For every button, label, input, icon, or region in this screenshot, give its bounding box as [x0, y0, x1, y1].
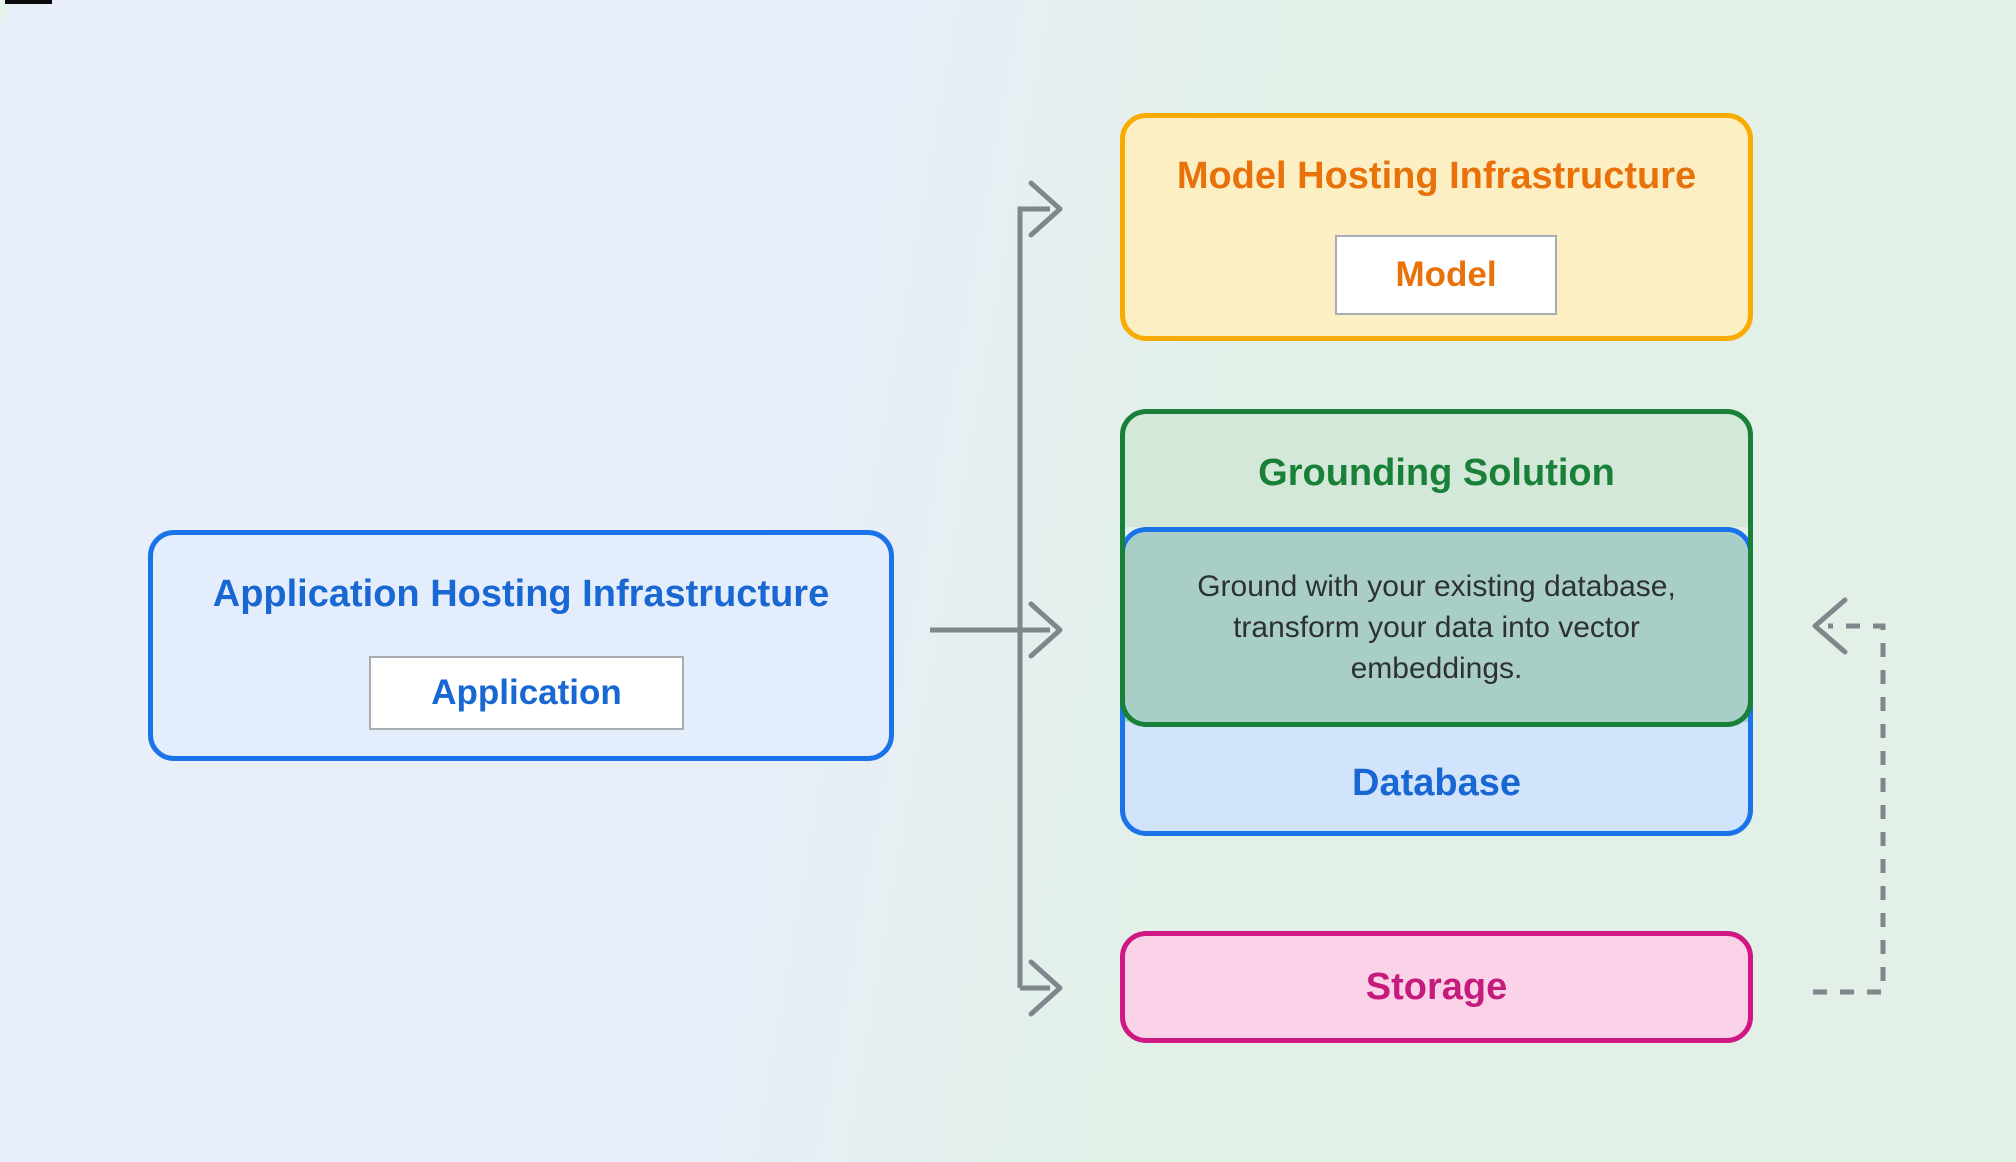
rounded-corner-artifact [0, 0, 28, 28]
model-chip-label: Model [1395, 255, 1497, 294]
arrowhead-dashed-left-icon [1812, 597, 1848, 655]
application-hosting-box: Application Hosting Infrastructure Appli… [148, 530, 894, 761]
grounding-solution-box: Grounding Solution [1120, 409, 1753, 727]
grounding-solution-title: Grounding Solution [1258, 452, 1615, 494]
arrowhead-model-icon [1028, 180, 1063, 238]
storage-label: Storage [1365, 965, 1508, 1008]
application-chip: Application [369, 656, 684, 730]
application-chip-label: Application [431, 673, 622, 712]
solid-connectors [930, 180, 1063, 1017]
dashed-connector-group [1812, 597, 1886, 995]
application-hosting-title: Application Hosting Infrastructure [212, 573, 830, 615]
database-label: Database [1352, 762, 1521, 804]
arrowhead-grounding-icon [1028, 601, 1063, 659]
arrowhead-storage-icon [1028, 959, 1063, 1017]
connector-storage-to-grounding-dashed [1813, 623, 1886, 995]
model-hosting-box: Model Hosting Infrastructure Model [1120, 113, 1753, 341]
connector-app-to-model [1017, 206, 1050, 988]
model-chip: Model [1335, 235, 1557, 315]
window-edge-artifact [5, 0, 52, 4]
storage-box: Storage [1120, 931, 1753, 1043]
model-hosting-title: Model Hosting Infrastructure [1176, 155, 1697, 197]
